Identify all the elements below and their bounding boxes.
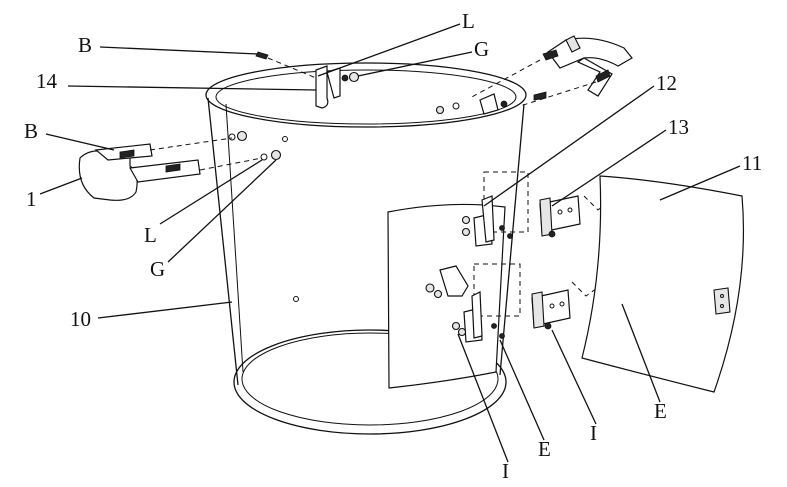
upper-hinge-13 [539, 195, 581, 238]
callout-labels: B L G 14 12 13 11 B 1 L G 10 I E I E [24, 9, 762, 483]
label-g-top: G [474, 37, 489, 61]
label-i-bottom: I [502, 459, 509, 483]
label-13: 13 [668, 115, 689, 139]
label-l-left: L [144, 223, 157, 247]
label-l-top: L [462, 9, 475, 33]
label-i-mid: I [590, 421, 597, 445]
label-1: 1 [26, 187, 37, 211]
label-10: 10 [70, 307, 91, 331]
lower-hinge-frame-dash [473, 263, 521, 317]
lower-bracket-inner [425, 265, 469, 299]
label-14: 14 [36, 69, 58, 93]
upper-hinge-12 [461, 195, 513, 247]
label-12: 12 [656, 71, 677, 95]
label-e-bottom: E [538, 437, 551, 461]
top-right-handle [542, 35, 633, 97]
label-b-left: B [24, 119, 38, 143]
left-hardware [228, 130, 282, 161]
left-handle-1 [78, 143, 201, 201]
barrel-body [205, 62, 527, 435]
top-bracket-14 [315, 65, 360, 109]
door-11 [581, 175, 745, 393]
label-11: 11 [742, 151, 762, 175]
upper-hinge-frame-dash [483, 171, 529, 233]
label-e-right: E [654, 399, 667, 423]
lower-hinge-12 [451, 291, 505, 343]
top-screw-b [255, 51, 269, 60]
label-g-left: G [150, 257, 165, 281]
label-b-top: B [78, 33, 92, 57]
barrel-door-panel [387, 203, 506, 389]
top-right-hardware [435, 91, 547, 115]
lower-hinge-13 [531, 289, 571, 330]
leader-lines [39, 23, 741, 463]
